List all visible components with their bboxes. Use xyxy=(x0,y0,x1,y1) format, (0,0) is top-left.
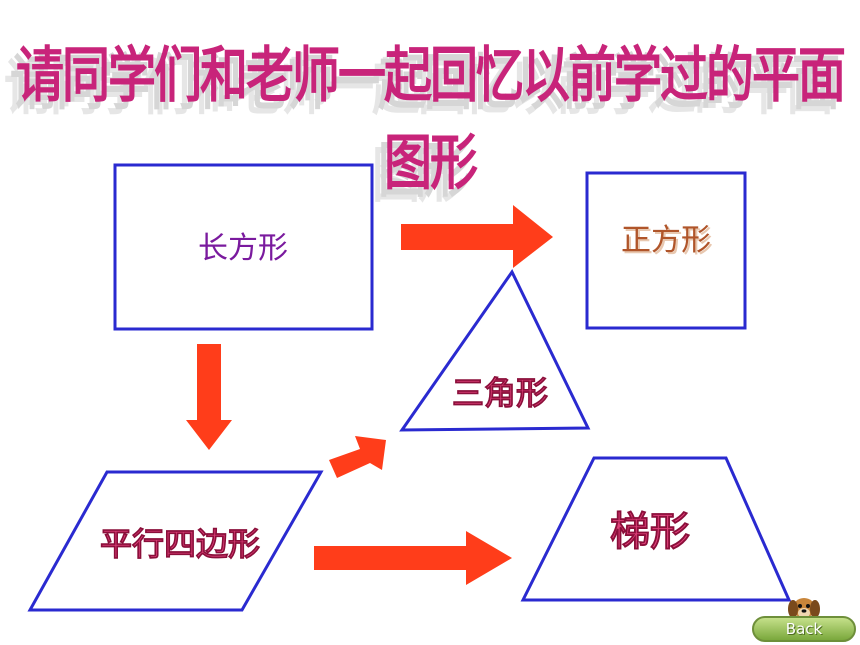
trapezoid-shape xyxy=(520,456,792,602)
dog-icon xyxy=(788,598,820,618)
rectangle-label: 长方形 xyxy=(198,231,288,266)
arrow-rectangle-to-square xyxy=(401,205,553,268)
trapezoid-label: 梯形 xyxy=(610,509,690,555)
triangle-label: 三角形 xyxy=(452,374,548,412)
parallelogram-shape xyxy=(27,470,324,612)
arrow-rectangle-to-parallelogram xyxy=(186,344,232,450)
triangle-shape xyxy=(399,269,591,432)
page-title: 请同学们和老师一起回忆以前学过的平面图形 xyxy=(15,41,846,199)
square-label: 正方形 xyxy=(621,223,711,258)
square-shape xyxy=(585,171,747,330)
arrow-parallelogram-to-trapezoid xyxy=(314,531,512,585)
rectangle-shape xyxy=(113,163,374,331)
arrow-parallelogram-to-triangle xyxy=(329,436,386,478)
back-button[interactable]: Back xyxy=(752,616,856,642)
parallelogram-label: 平行四边形 xyxy=(100,525,260,563)
